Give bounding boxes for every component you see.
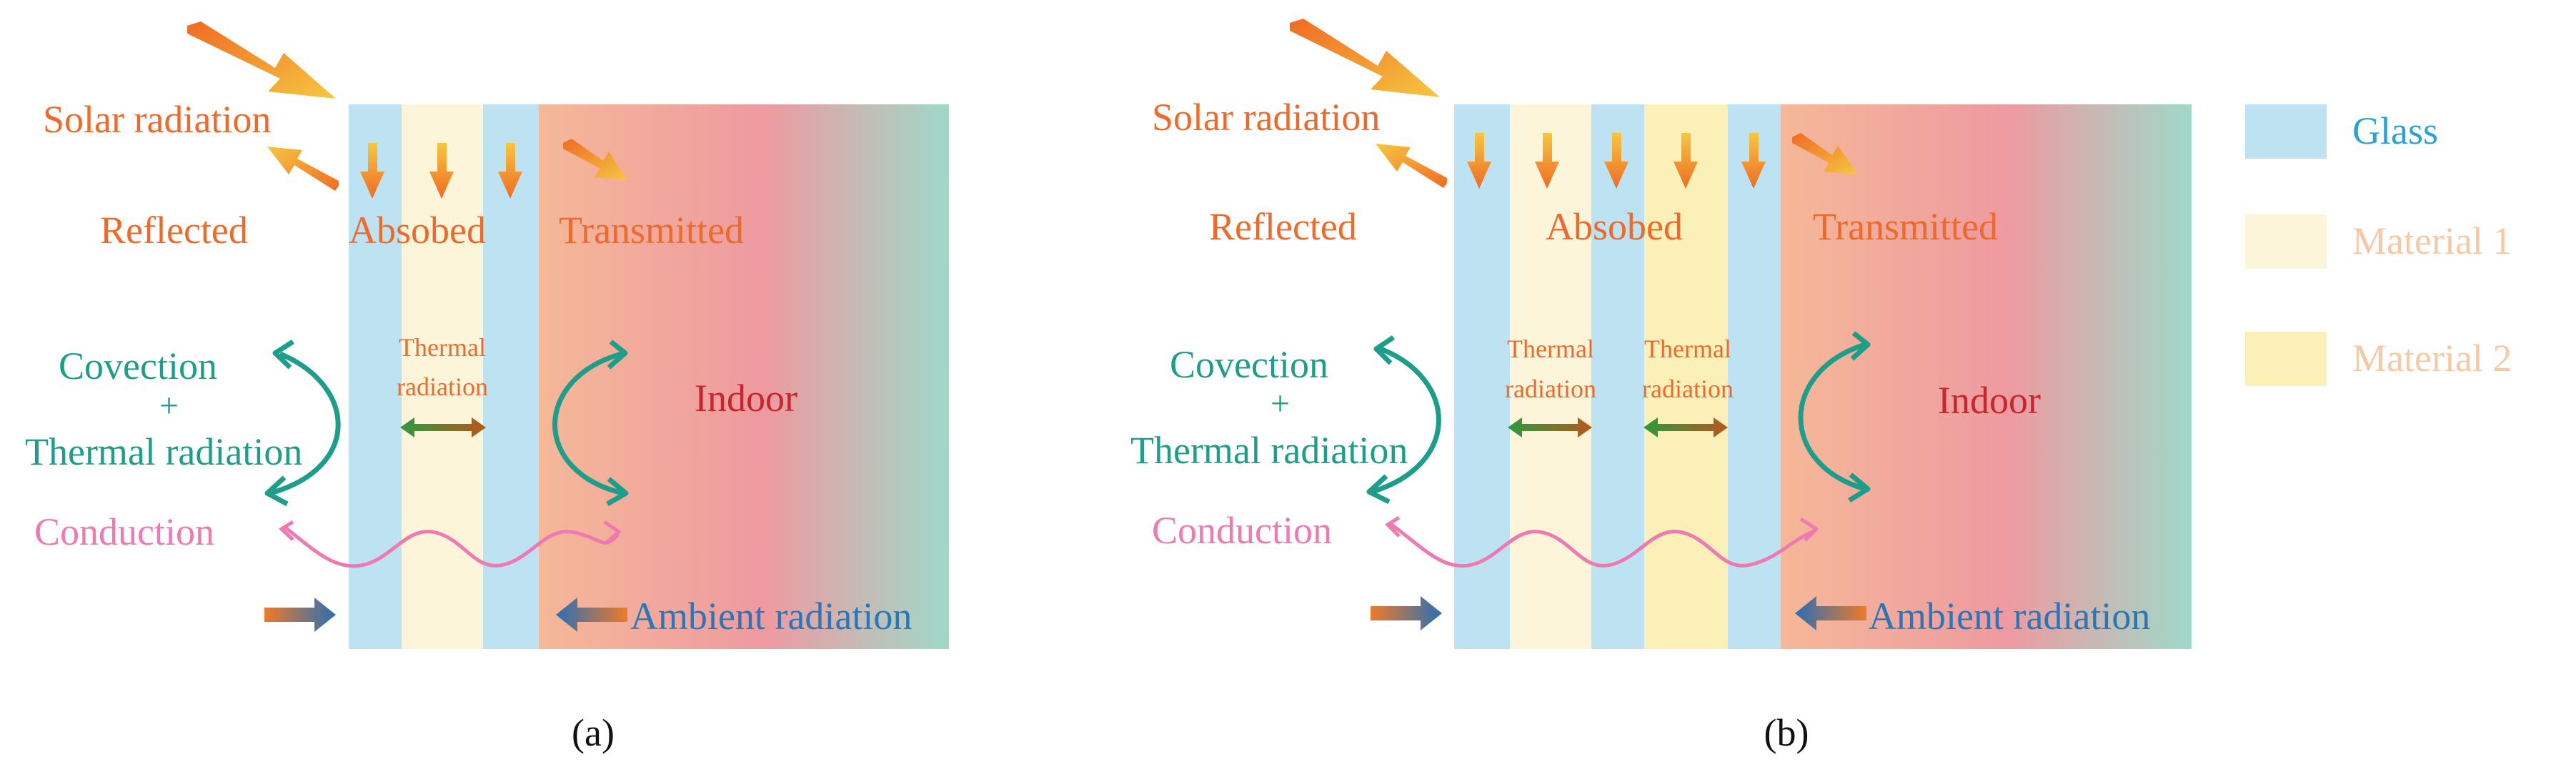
panel-b-absorbed-arrow-4 [1674,133,1698,189]
panel-b-absorbed-arrow-2 [1535,133,1559,189]
panel-a-solar-arrow [187,21,336,99]
panel-b-indoor-region [1781,104,2192,649]
panel-a-absorbed-arrow-1 [360,143,384,199]
panel-b-absorbed-arrow-5 [1741,133,1766,189]
panel-a-convection-label: Covection [59,345,217,387]
panel-a: Solar radiation Reflected Absobed Transm… [25,21,949,754]
panel-b-ambient-label: Ambient radiation [1869,595,2150,638]
panel-b: Solar radiation Reflected Absobed Transm… [1130,19,2192,754]
panel-b-transmitted-label: Transmitted [1813,205,1998,248]
panel-b-thermal-double-arrow-2 [1643,417,1728,437]
panel-b-caption: (b) [1764,711,1809,754]
panel-a-transmitted-arrow [563,139,627,180]
legend-material2-swatch [2245,332,2327,386]
legend-material1-swatch [2245,214,2327,269]
panel-b-conduction-wave [1388,521,1816,568]
panel-b-plus-label: + [1270,385,1290,422]
panel-a-conduction-wave [283,525,620,568]
panel-b-inner-thermal-2a: radiation [1505,375,1596,403]
panel-a-inner-thermal-1: Thermal [399,333,486,362]
panel-b-material-1 [1510,104,1591,649]
panel-b-solar-arrow [1290,19,1440,97]
panel-a-transmitted-label: Transmitted [559,209,744,252]
panel-a-convection-arrow [269,351,341,496]
panel-b-inner-thermal-2b: radiation [1642,375,1734,403]
legend: Glass Material 1 Material 2 [2245,104,2512,386]
panel-a-absorbed-label: Absobed [349,209,486,252]
panel-b-convection-label: Covection [1170,343,1328,386]
panel-b-convection-arrow [1371,346,1441,495]
panel-b-absorbed-arrow-3 [1604,133,1628,189]
panel-b-solar-label: Solar radiation [1152,96,1380,139]
panel-b-absorbed-arrow-1 [1467,133,1491,189]
panel-a-ambient-out-arrow [264,598,336,632]
panel-b-thermal-double-arrow-1 [1508,417,1592,437]
panel-b-reflected-label: Reflected [1209,205,1357,248]
panel-b-glass-2 [1591,104,1644,649]
panel-a-thermal-radiation-label: Thermal radiation [25,430,302,473]
panel-b-reflected-arrow [1376,144,1447,188]
panel-b-absorbed-label: Absobed [1546,205,1683,248]
panel-a-indoor-label: Indoor [695,377,797,420]
panel-a-glass-outer [349,104,402,649]
panel-b-material-2 [1644,104,1728,649]
legend-material1-label: Material 1 [2352,219,2512,262]
panel-b-indoor-convection-arrow [1798,342,1866,492]
panel-a-inner-thermal-2: radiation [397,372,488,401]
panel-a-indoor-convection-arrow [552,351,624,496]
panel-a-solar-label: Solar radiation [43,98,271,141]
panel-b-thermal-radiation-label: Thermal radiation [1130,429,1408,472]
panel-b-ambient-out-arrow [1371,596,1442,630]
panel-a-reflected-arrow [267,147,339,191]
panel-b-inner-thermal-1b: Thermal [1644,335,1731,363]
panel-a-absorbed-arrow-3 [498,143,522,199]
panel-b-inner-thermal-1a: Thermal [1507,335,1594,363]
panel-b-glass-1 [1454,104,1510,649]
panel-b-ambient-in-arrow [1795,596,1866,630]
panel-a-thermal-double-arrow [400,417,486,437]
legend-material2-label: Material 2 [2352,337,2512,380]
panel-a-absorbed-arrow-2 [429,143,454,199]
legend-glass-swatch [2245,104,2327,159]
panel-a-ambient-label: Ambient radiation [630,595,912,638]
panel-b-conduction-label: Conduction [1152,509,1332,552]
panel-b-transmitted-arrow [1792,133,1858,174]
panel-a-caption: (a) [572,711,615,754]
legend-glass-label: Glass [2352,109,2438,152]
panel-a-plus-label: + [159,387,179,425]
panel-a-conduction-label: Conduction [34,510,214,553]
panel-b-indoor-label: Indoor [1938,379,2041,422]
panel-a-indoor-region [539,104,949,649]
panel-a-reflected-label: Reflected [100,209,248,252]
panel-a-ambient-in-arrow [556,598,627,632]
